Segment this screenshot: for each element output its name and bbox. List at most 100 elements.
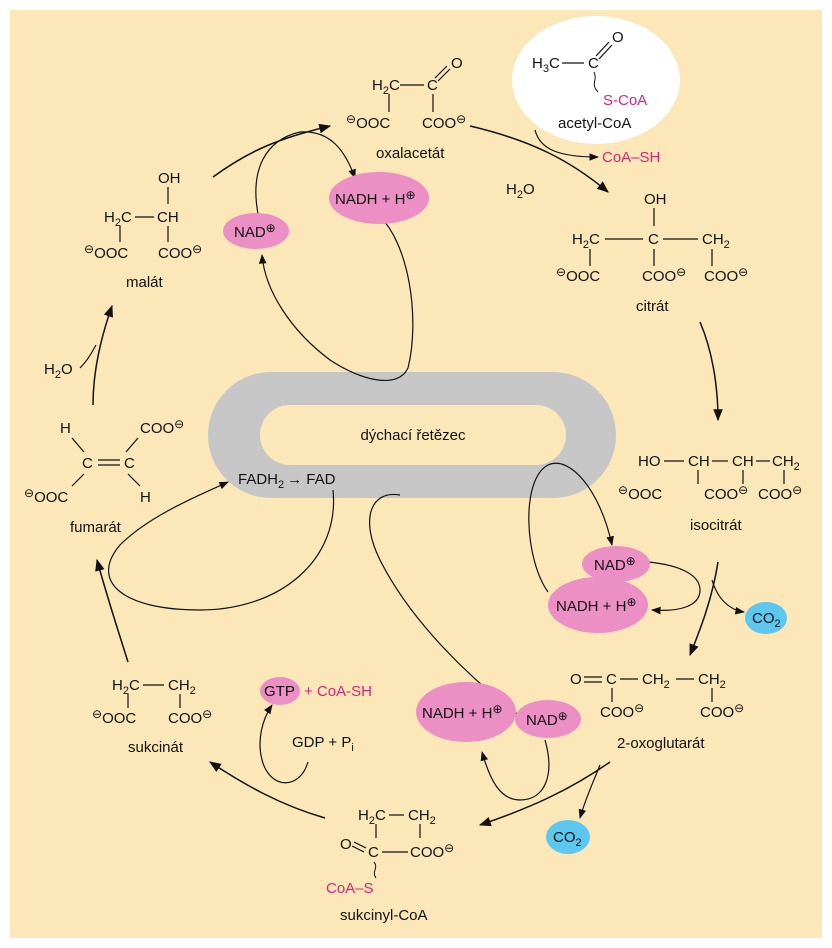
sukcinyl-coa: H2C CH2 O C COO⊖ CoA–S sukcinyl-CoA: [326, 807, 454, 924]
nad-bubble-isocitrat: NAD⊕: [582, 546, 650, 582]
arrow-malat-to-oxalacetat: [212, 123, 332, 178]
loop-malat-nad: [255, 131, 356, 215]
malat-coo-right: COO⊖: [158, 242, 202, 262]
fumarat-name: fumarát: [70, 519, 122, 536]
malat: OH H2C CH ⊖OOC COO⊖ malát: [84, 170, 202, 291]
citrat-coo-mid: COO⊖: [642, 265, 686, 285]
sukcinylcoa-name: sukcinyl-CoA: [340, 907, 428, 924]
gtp-bubble: GTP: [260, 677, 300, 705]
isocitrat-coo-right: COO⊖: [758, 483, 802, 503]
loop-isocitrat-nadh: [647, 561, 701, 615]
acetyl-coa-bubble: [512, 16, 680, 144]
loop-isocitrat-nad: [528, 462, 614, 593]
sukcinat: H2C CH2 ⊖OOC COO⊖ sukcinát: [92, 677, 212, 756]
fumarat-coo-left: ⊖OOC: [24, 486, 68, 506]
nad-bubble-oxoglutarat: NAD⊕: [515, 700, 581, 738]
fumarat: H COO⊖ C C H ⊖OOC fumarát: [24, 417, 184, 536]
oxalacetat-c: C: [427, 77, 438, 94]
co2-label-oxoglutarat: CO2: [553, 829, 582, 849]
sukcinylcoa-c: C: [368, 844, 379, 861]
respiratory-chain-inner: [260, 405, 566, 465]
isocitrat-ch3: CH2: [772, 453, 800, 473]
oxoglutarat-ch2a: CH2: [642, 671, 670, 691]
coash-released: CoA–SH: [602, 149, 660, 166]
nad-label-isocitrat: NAD⊕: [594, 554, 636, 574]
citrat-coo-left: ⊖OOC: [556, 265, 600, 285]
arrow-isocitrat-to-oxoglutarat: [689, 561, 719, 657]
gtp-label: GTP: [264, 683, 295, 700]
oxalacetat-name: oxalacetát: [376, 145, 445, 162]
citrat-oh: OH: [644, 191, 667, 208]
fumarat-h2: H: [140, 489, 151, 506]
co2-bubble-oxoglutarat: CO2: [546, 820, 590, 854]
nadh-bubble-malat: NADH + H⊕: [329, 172, 429, 224]
loop-oxoglutarat-nadh: [480, 739, 550, 801]
isocitrat-coo-left: ⊖OOC: [618, 483, 662, 503]
oxalacetat-h2c: H2C: [372, 77, 400, 97]
nad-label-malat: NAD⊕: [234, 221, 276, 241]
citrat-name: citrát: [636, 298, 669, 315]
nadh-bubble-isocitrat: NADH + H⊕: [548, 577, 648, 633]
sukcinat-h2c: H2C: [112, 677, 140, 697]
oxoglutarat-coo-left: COO⊖: [600, 701, 644, 721]
malat-name: malát: [126, 274, 164, 291]
malat-coo-left: ⊖OOC: [84, 242, 128, 262]
nad-label-oxoglutarat: NAD⊕: [526, 709, 568, 729]
respiratory-chain-label: dýchací řetězec: [360, 427, 466, 444]
gdp-label: GDP + Pi: [292, 734, 354, 754]
acetyl-o: O: [612, 29, 624, 46]
arrow-oxoglutarat-to-sukcinylcoa: [478, 761, 611, 827]
citrat-h2c: H2C: [572, 231, 600, 251]
nadh-label-oxoglutarat: NADH + H⊕: [422, 702, 503, 722]
acetyl-scoa: S-CoA: [603, 92, 647, 109]
acetyl-c: C: [588, 55, 599, 72]
isocitrat: HO CH CH CH2 ⊖OOC COO⊖ COO⊖ isocitrát: [618, 453, 802, 534]
oxoglutarat-o: O: [570, 671, 582, 688]
oxalacetat-coo-right: COO⊖: [422, 112, 466, 132]
oxalacetat: H2C C O ⊖OOC COO⊖ oxalacetát: [346, 55, 466, 162]
water-citrat: H2O: [506, 181, 535, 201]
sukcinylcoa-ch2: CH2: [408, 807, 436, 827]
sukcinylcoa-h2c: H2C: [358, 807, 386, 827]
gtp-coash-label: + CoA-SH: [304, 683, 372, 700]
isocitrat-ho: HO: [638, 453, 661, 470]
nad-bubble-malat: NAD⊕: [223, 213, 289, 249]
nadh-label-isocitrat: NADH + H⊕: [556, 595, 637, 615]
oxalacetat-o: O: [451, 55, 463, 72]
oxoglutarat-name: 2-oxoglutarát: [617, 735, 705, 752]
oxoglutarat: O C CH2 CH2 COO⊖ COO⊖ 2-oxoglutarát: [570, 671, 744, 752]
sukcinylcoa-coo: COO⊖: [410, 841, 454, 861]
malat-oh: OH: [158, 170, 181, 187]
citrat-coo-right: COO⊖: [704, 265, 748, 285]
oxoglutarat-c: C: [606, 671, 617, 688]
nadh-label-malat: NADH + H⊕: [335, 188, 416, 208]
fumarat-h1: H: [60, 420, 71, 437]
acetyl-coa: H3C C O S-CoA acetyl-CoA: [512, 16, 680, 144]
citrat: H2O OH H2C C CH2 ⊖OOC COO⊖ COO⊖ citrát: [506, 181, 748, 315]
isocitrat-ch2: CH: [732, 453, 754, 470]
sukcinat-coo-left: ⊖OOC: [92, 707, 136, 727]
sukcinylcoa-o: O: [340, 836, 352, 853]
arrow-coash-release: [534, 129, 599, 161]
cycle-arrows: [92, 123, 723, 827]
arrow-co2-isocitrat: [711, 579, 745, 615]
citrat-c: C: [648, 231, 659, 248]
fumarat-coo-right: COO⊖: [140, 417, 184, 437]
acetyl-coa-name: acetyl-CoA: [558, 115, 631, 132]
fadh2-label: FADH2→ FAD: [238, 471, 336, 491]
citrat-ch2: CH2: [702, 231, 730, 251]
nad-loops: [108, 131, 701, 801]
sukcinylcoa-coas: CoA–S: [326, 880, 374, 897]
isocitrat-name: isocitrát: [690, 517, 743, 534]
acetyl-h3c: H3C: [532, 55, 560, 75]
arrow-sukcinat-to-fumarat: [95, 558, 129, 663]
arrow-water-left: [79, 344, 97, 369]
fumarat-c2: C: [124, 455, 135, 472]
co2-bubble-isocitrat: CO2: [745, 602, 787, 634]
co2-label-isocitrat: CO2: [752, 610, 781, 630]
malat-h2c: H2C: [104, 209, 132, 229]
sukcinat-coo-right: COO⊖: [168, 707, 212, 727]
malat-ch: CH: [157, 209, 179, 226]
